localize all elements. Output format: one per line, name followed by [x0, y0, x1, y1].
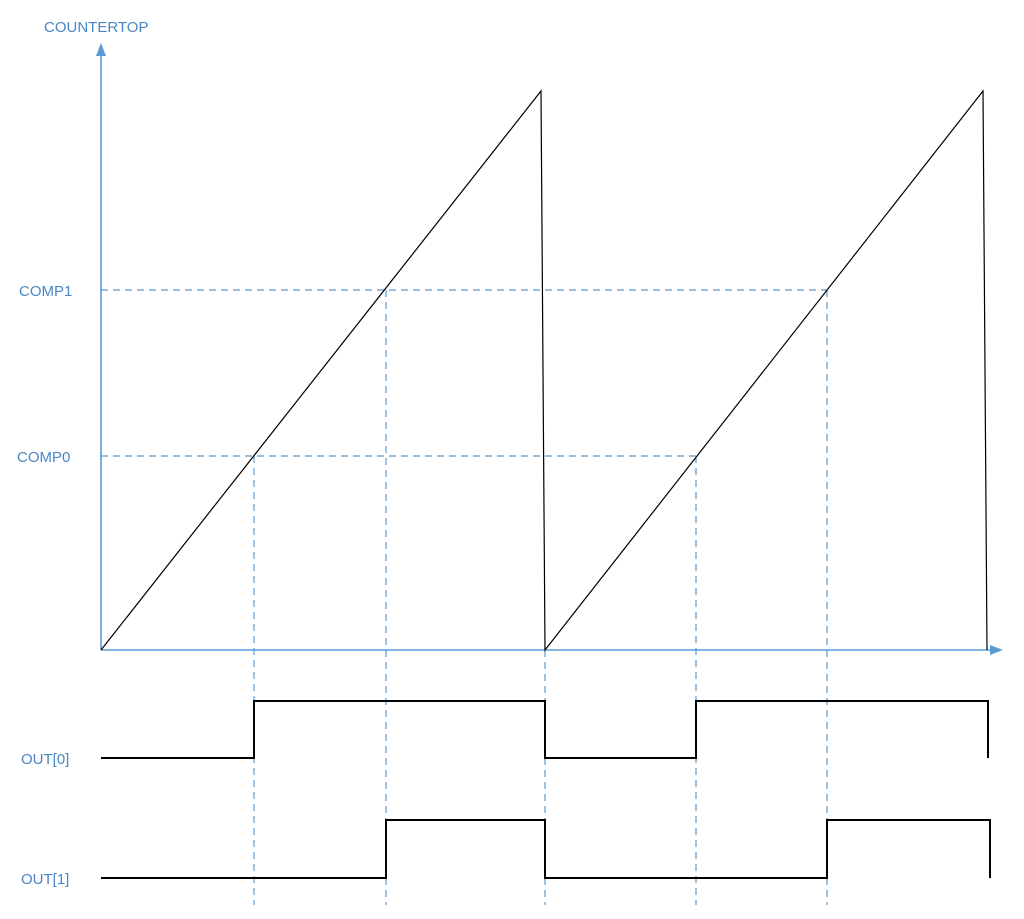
counter-sawtooth-waveform — [100, 89, 988, 652]
y-axis-arrow — [96, 43, 106, 56]
threshold-lines — [101, 289, 827, 457]
x-axis-arrow — [990, 645, 1003, 655]
comp0-label: COMP0 — [17, 449, 70, 466]
comp1-label: COMP1 — [19, 283, 72, 300]
axes — [96, 43, 1003, 655]
out0-signal — [101, 700, 989, 759]
out0-label: OUT[0] — [21, 751, 69, 768]
y-axis-label: COUNTERTOP — [44, 19, 148, 36]
out1-signal — [101, 819, 991, 879]
timing-lines — [253, 290, 828, 905]
out1-label: OUT[1] — [21, 871, 69, 888]
